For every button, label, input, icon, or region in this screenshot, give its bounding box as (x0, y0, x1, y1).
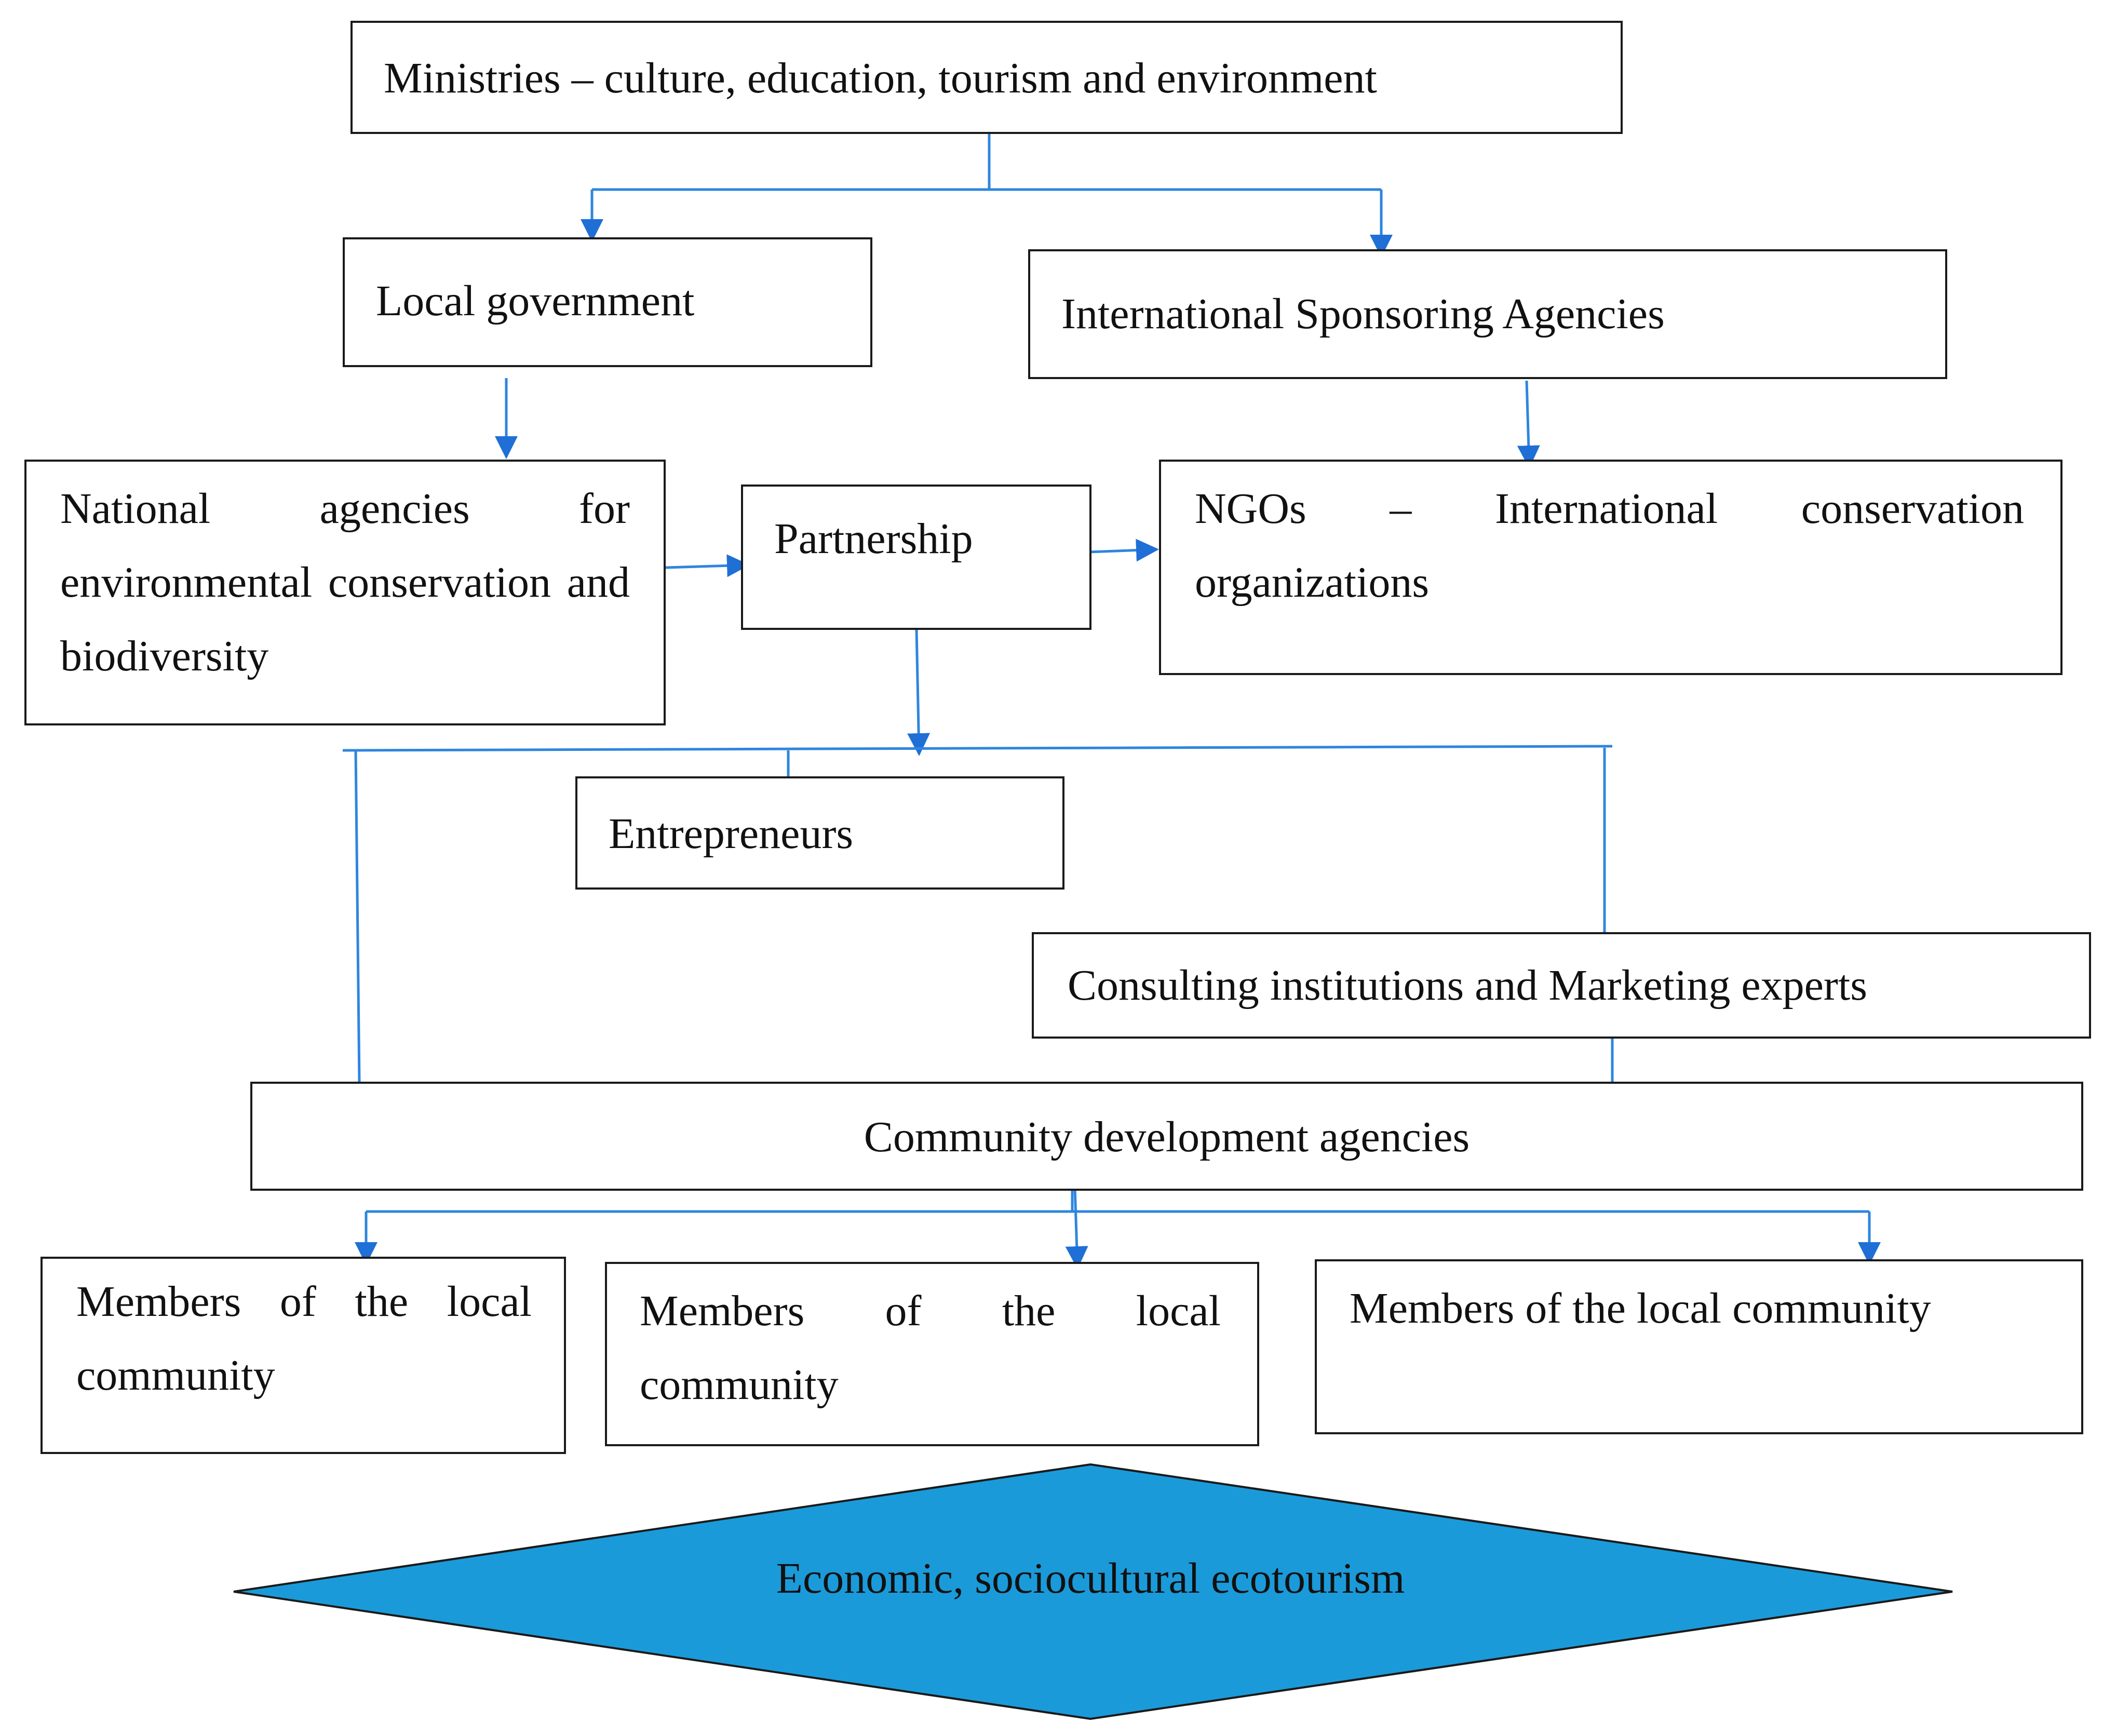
arrow-to-partnership (665, 554, 750, 577)
ngos-label: NGOs – International conservation organi… (1195, 485, 2024, 607)
arrow-to-ngos-from-sponsoring (1517, 380, 1540, 468)
community-development-box: Community development agencies (250, 1082, 2083, 1191)
consulting-label: Consulting institutions and Marketing ex… (1068, 961, 1867, 1010)
members-2-label: Members of the local community (640, 1287, 1221, 1409)
local-government-label: Local government (376, 277, 695, 325)
ministries-label: Ministries – culture, education, tourism… (384, 54, 1377, 102)
connector-left-drop (354, 750, 361, 1082)
members-box-1: Members of the local community (41, 1257, 566, 1454)
partnership-label: Partnership (774, 515, 973, 563)
partnership-box: Partnership (741, 485, 1091, 630)
consulting-box: Consulting institutions and Marketing ex… (1032, 932, 2091, 1039)
arrow-partnership-to-ngos (1088, 539, 1159, 562)
members-box-3: Members of the local community (1315, 1259, 2083, 1434)
ngos-box: NGOs – International conservation organi… (1159, 460, 2062, 675)
connector-distribution-bar (342, 745, 1613, 752)
national-agencies-box: National agencies for environmental cons… (24, 460, 666, 725)
national-agencies-label: National agencies for environmental cons… (60, 485, 630, 680)
arrow-partnership-down (907, 629, 931, 756)
members-box-2: Members of the local community (605, 1262, 1259, 1446)
entrepreneurs-box: Entrepreneurs (575, 776, 1064, 890)
international-sponsoring-box: International Sponsoring Agencies (1028, 249, 1947, 379)
outcome-diamond (233, 1463, 1953, 1720)
international-sponsoring-label: International Sponsoring Agencies (1061, 290, 1665, 338)
members-1-label: Members of the local community (76, 1277, 532, 1399)
members-3-label: Members of the local community (1350, 1284, 1931, 1333)
outcome-label: Economic, sociocultural ecotourism (776, 1554, 1405, 1603)
ministries-box: Ministries – culture, education, tourism… (351, 21, 1623, 134)
local-government-box: Local government (343, 237, 872, 367)
community-development-label: Community development agencies (864, 1113, 1470, 1161)
arrow-to-members-2 (1065, 1187, 1088, 1269)
entrepreneurs-label: Entrepreneurs (609, 810, 854, 858)
